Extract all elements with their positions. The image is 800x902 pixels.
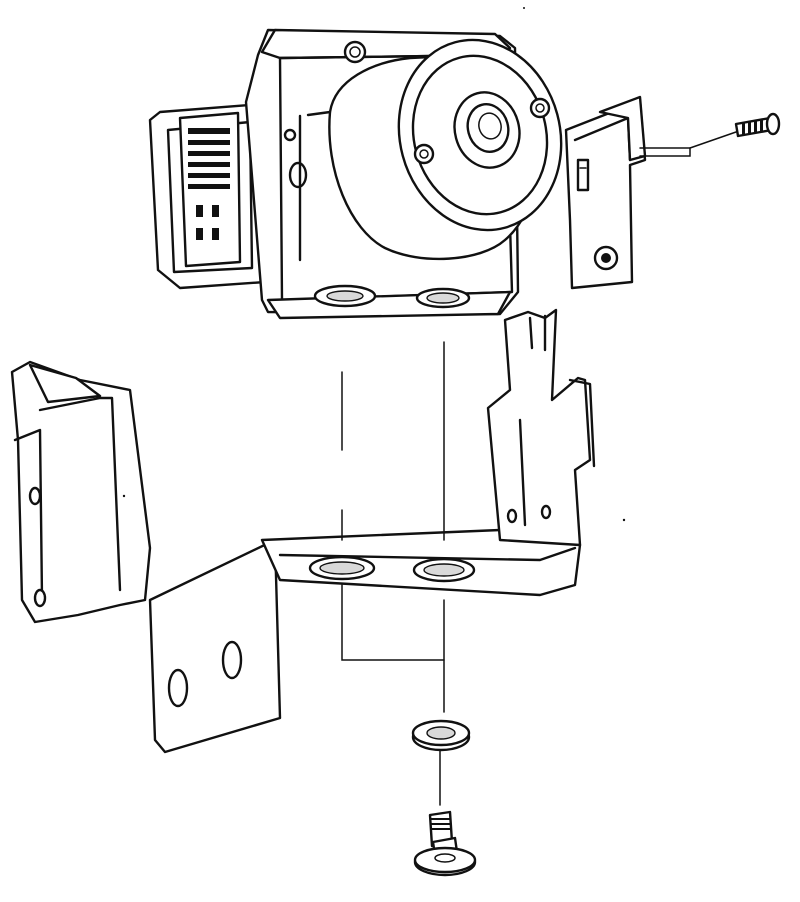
side-bracket [564,95,647,290]
connector-pins [188,128,230,240]
leader-lines [341,131,737,806]
pump-motor [298,38,563,262]
module-ports [313,284,471,309]
side-bolt [734,112,781,138]
control-module [148,28,563,320]
mounting-bolt [413,810,477,877]
mounting-bracket [10,308,596,754]
rubber-grommet [411,719,471,752]
electrical-connector [148,102,267,290]
